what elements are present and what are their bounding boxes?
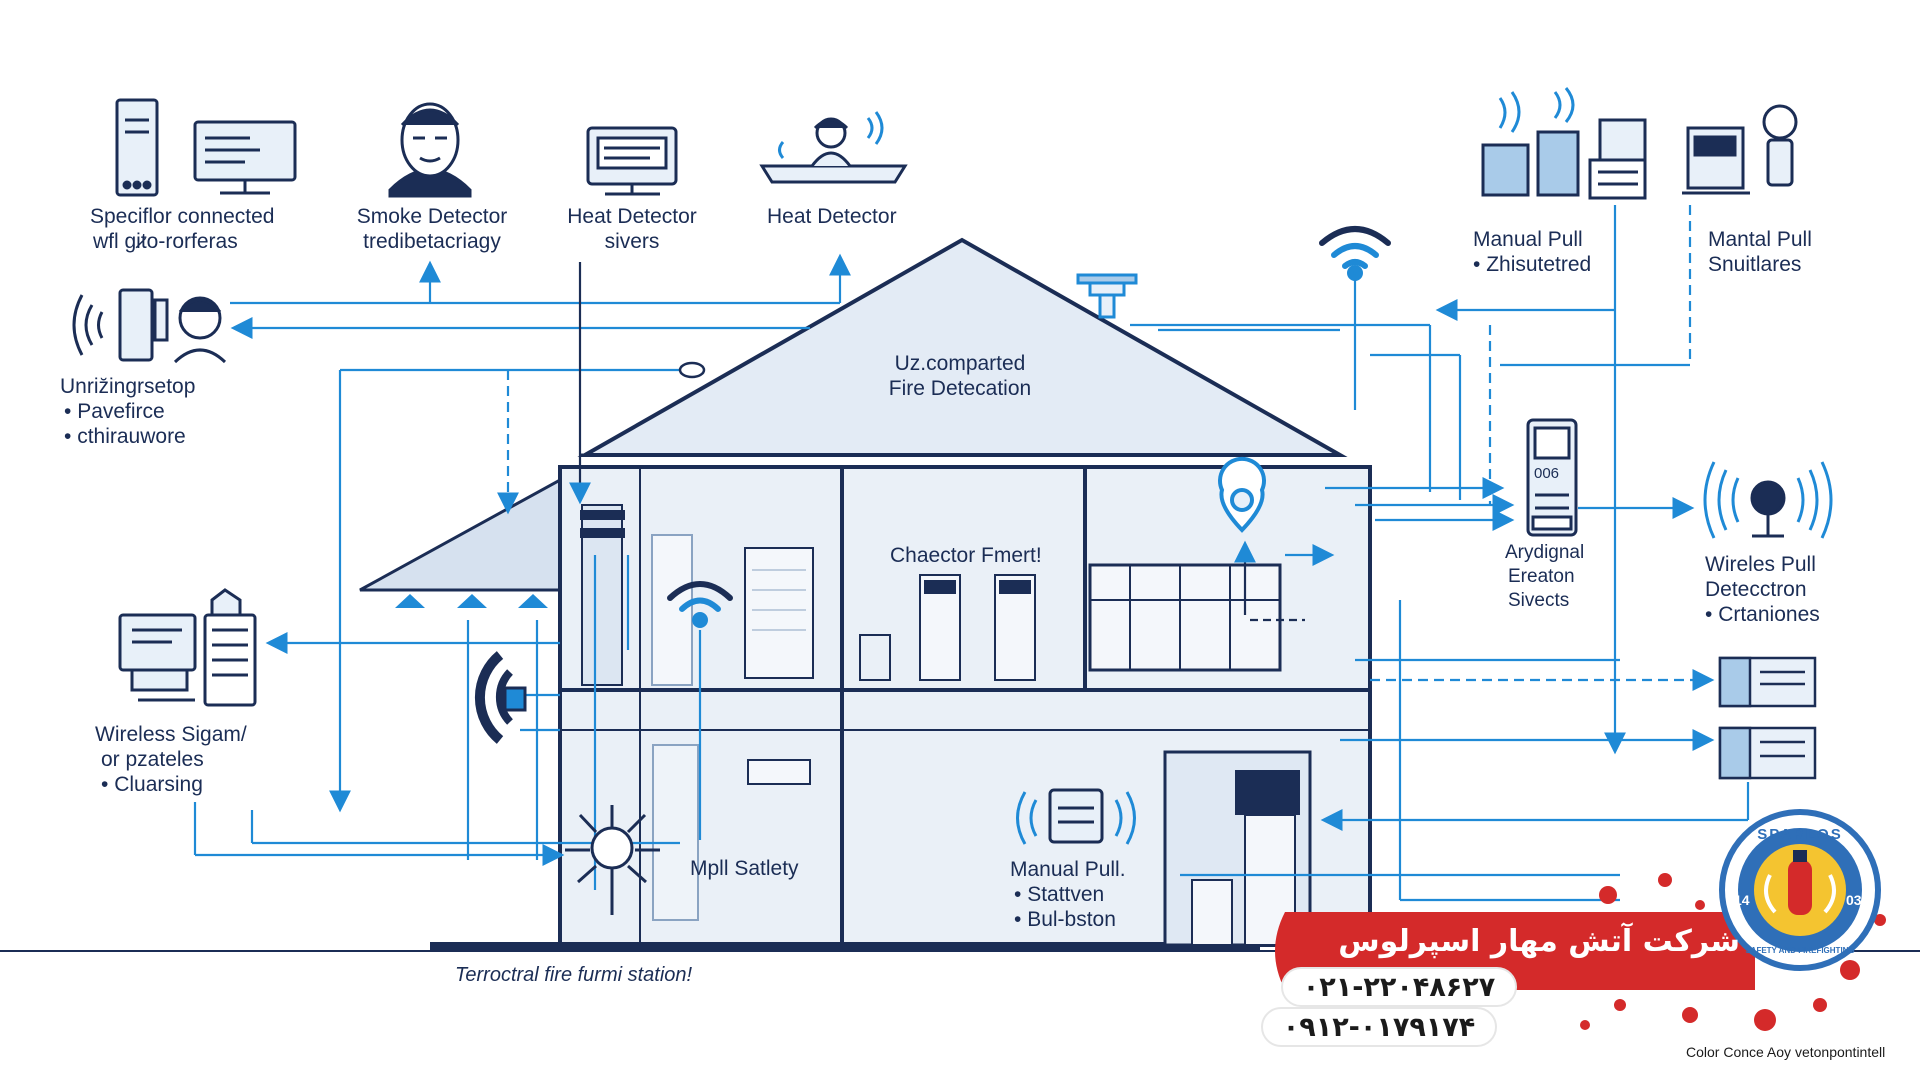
label-manual-pull-station: Manual Pull. Stattven Bul-bston <box>1010 857 1126 932</box>
connection-lines <box>193 205 1750 902</box>
label-room: Chaector Fmert! <box>890 544 1042 567</box>
house <box>0 237 1920 952</box>
phone-2: ۰۹۱۲-۰۱۷۹۱۷۴ <box>1282 1012 1476 1043</box>
label-manual-pull-1: Manual Pull Zhisutetred <box>1473 227 1591 277</box>
operator-desk-icon <box>759 111 908 184</box>
main-roof <box>577 237 1348 457</box>
monitor-icon <box>586 126 678 196</box>
company-name: شرکت آتش مهار اسپرلوس <box>1338 924 1740 959</box>
panel-digits: 006 <box>1534 465 1559 482</box>
phone-1: ۰۲۱-۲۲۰۴۸۶۲۷ <box>1302 972 1496 1003</box>
label-manual-pull-2: Mantal Pull Snuitlares <box>1708 228 1812 276</box>
bell-icon <box>678 361 706 379</box>
wifi-indoor-icon <box>667 581 733 628</box>
label-left-upper: Unriz̆ingrsetop Pavefirce cthirauwore <box>60 374 195 449</box>
label-right-sensor: Wireles Pull Detecctron Crtaniones <box>1705 552 1820 627</box>
label-heat-detector: Heat Detector <box>767 205 897 228</box>
side-roof <box>359 477 562 592</box>
sparlos-badge <box>1719 809 1881 971</box>
label-left-lower: Wireless Sigam/ or pzateles Cluarsing <box>95 722 247 797</box>
badge-left-number: 14 <box>1734 892 1750 908</box>
smoke-detector-icon <box>1076 273 1138 319</box>
manual-pull-station-icon <box>1016 788 1136 845</box>
badge-name: SPARLOS <box>1757 826 1843 843</box>
control-panels-icon <box>1481 87 1798 200</box>
location-sensor-icon <box>1218 456 1266 533</box>
printer-icon <box>118 588 257 707</box>
wifi-icon <box>1319 226 1391 281</box>
intercom-icon <box>72 288 227 364</box>
badge-subtitle: SAFETY AND FIREFIGHTING <box>1745 946 1855 955</box>
sprinkler-icon <box>565 805 660 915</box>
footer-caption: Terroctral fire furmi station! <box>455 964 693 986</box>
operator-icon <box>388 102 472 198</box>
siren-icon <box>474 651 527 744</box>
wireless-sensor-icon <box>1703 461 1833 539</box>
watermark-text: Color Conce Aoy vetonpontintell <box>1686 1044 1886 1060</box>
label-right-panel: Arydignal Ereaton Sivects <box>1505 542 1585 611</box>
label-mpll-safety: Mpll Satlety <box>690 857 799 880</box>
badge-right-number: 03 <box>1846 892 1862 908</box>
computer-icon <box>115 98 297 197</box>
server-racks-icon <box>1718 656 1817 780</box>
fire-alarm-panel-icon: 006 <box>1526 418 1578 537</box>
brand-banner-shape <box>1261 873 1886 1047</box>
